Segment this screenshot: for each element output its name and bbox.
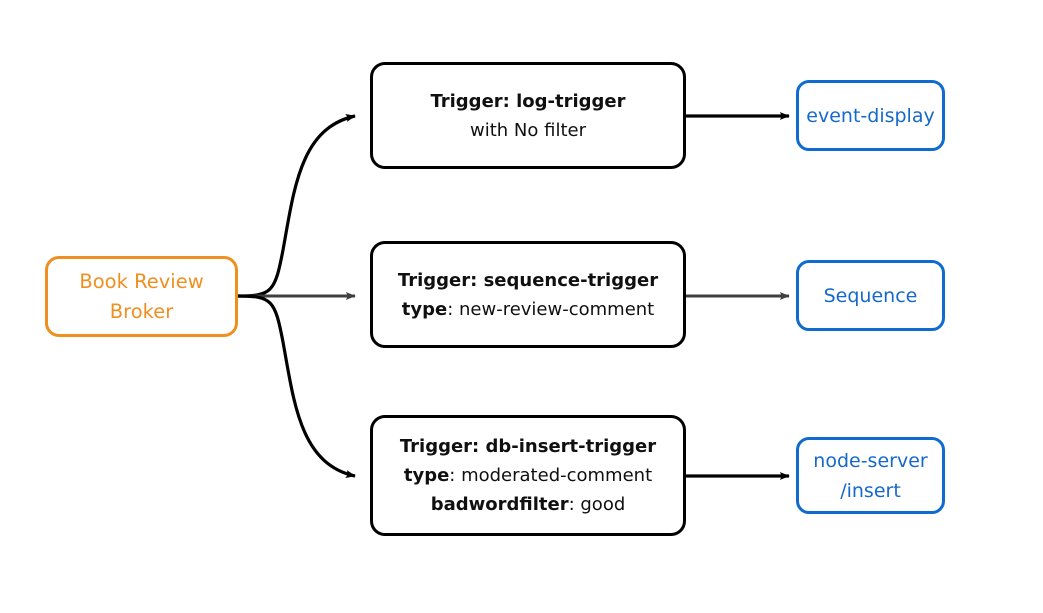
broker-label-line1: Book Review	[79, 269, 204, 293]
service-2-line1: Sequence	[823, 284, 918, 307]
node-event-display[interactable]: event-display	[796, 80, 945, 151]
node-book-review-broker[interactable]: Book Review Broker	[45, 256, 238, 337]
node-trigger-db-insert-trigger[interactable]: Trigger: db-insert-trigger type: moderat…	[370, 415, 686, 536]
trigger-2-line2-value: : new-review-comment	[447, 298, 655, 320]
trigger-3-line3-value: : good	[568, 494, 626, 515]
service-1-line1: event-display	[806, 104, 935, 127]
trigger-3-line2: type: moderated-comment	[404, 461, 652, 490]
trigger-3-line2-key: type	[403, 465, 450, 486]
broker-label-line2: Broker	[109, 299, 174, 323]
trigger-3-line2-value: : moderated-comment	[449, 465, 653, 486]
node-sequence[interactable]: Sequence	[796, 260, 945, 331]
trigger-1-line1: Trigger: log-trigger	[430, 90, 626, 112]
trigger-3-line3: badwordfilter: good	[431, 490, 626, 519]
trigger-2-line2: type: new-review-comment	[402, 295, 654, 324]
trigger-3-line3-key: badwordfilter	[430, 494, 569, 515]
node-trigger-log-trigger[interactable]: Trigger: log-trigger with No filter	[370, 62, 686, 169]
edge-broker-to-db-insert-trigger	[237, 294, 356, 478]
trigger-3-line1: Trigger: db-insert-trigger	[399, 436, 657, 457]
trigger-2-line2-key: type	[401, 298, 448, 320]
trigger-1-line2: with No filter	[470, 116, 586, 145]
edge-broker-to-log-trigger	[237, 114, 356, 298]
node-node-server-insert[interactable]: node-server /insert	[796, 437, 945, 514]
service-3-line2: /insert	[840, 479, 901, 502]
node-trigger-sequence-trigger[interactable]: Trigger: sequence-trigger type: new-revi…	[370, 241, 686, 348]
trigger-1-line2-value: with No filter	[470, 119, 586, 141]
service-3-line1: node-server	[813, 449, 928, 472]
trigger-2-line1: Trigger: sequence-trigger	[397, 269, 659, 291]
